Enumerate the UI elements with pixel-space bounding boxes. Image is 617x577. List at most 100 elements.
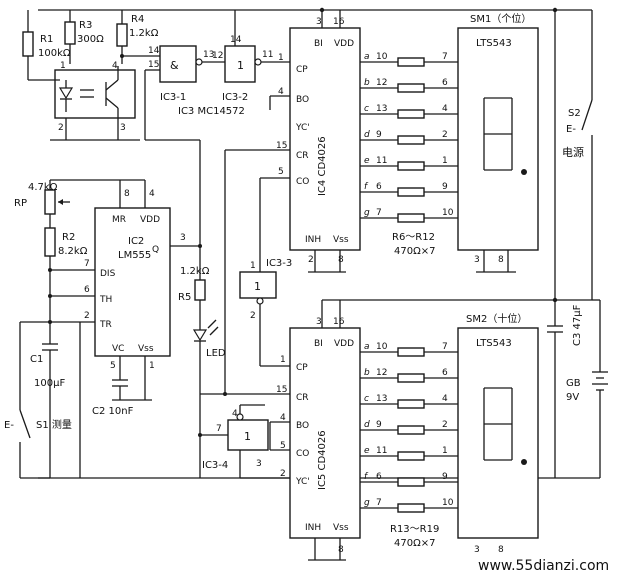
ic5-pin-1: 1: [280, 355, 286, 365]
ic5-pin-4: 4: [280, 413, 286, 423]
capacitor-c1: C1 100μF: [30, 322, 65, 478]
bank1-display-pin: 9: [442, 182, 448, 192]
ic4-pin-inh: INH: [305, 235, 321, 245]
ic3-3-pin-1: 1: [250, 261, 256, 271]
ic4-pin-vss: Vss: [333, 235, 349, 245]
ic2-pin-3: 3: [180, 233, 186, 243]
ic2-pin-vc: VC: [112, 344, 124, 354]
ic2-pin-tr: TR: [99, 320, 112, 330]
switch-s1: E- S1 测量: [4, 321, 72, 478]
bank2-display-pin: 6: [442, 368, 448, 378]
r3-name: R3: [79, 20, 92, 31]
ic2-pin-7: 7: [84, 259, 90, 269]
bank1-segment-letter: c: [364, 104, 369, 114]
bank2-ic-pin: 9: [376, 420, 382, 430]
bank1-resistor: [397, 135, 425, 145]
sm2-part: LTS543: [476, 338, 512, 349]
bank2-segment-letter: b: [364, 368, 370, 378]
r13-r19-value: 470Ω×7: [394, 538, 435, 549]
c2-label: C2 10nF: [92, 406, 134, 417]
ic2-pin-vss: Vss: [138, 344, 154, 354]
bank2-ic-pin: 6: [376, 472, 382, 482]
ic5-pin-bo: BO: [296, 421, 309, 431]
ic4-pin-2: 2: [308, 255, 314, 265]
bank2-resistor: [397, 399, 425, 409]
bank2-ic-pin: 7: [376, 498, 382, 508]
sm2-digit-glyph: [483, 387, 527, 465]
and-symbol: &: [170, 59, 179, 72]
ic5-pin-vss: Vss: [333, 523, 349, 533]
ic4-pin-5: 5: [278, 167, 284, 177]
bank2-display-pin: 10: [442, 498, 454, 508]
ic2-pin-4: 4: [149, 189, 155, 199]
ic5-pin-5: 5: [280, 441, 286, 451]
bank1-resistor: [397, 187, 425, 197]
bank1-segment-letter: b: [364, 78, 370, 88]
ic2-pin-1: 1: [149, 361, 155, 371]
display-sm2: SM2（十位） LTS543 3 8: [457, 312, 539, 555]
r13-r19-label: R13～R19: [390, 524, 439, 535]
resistor-r5-and-led: R5 1.2kΩ LED: [144, 130, 226, 478]
r2-name: R2: [62, 232, 75, 243]
bank1-resistor: [397, 213, 425, 223]
bank1-ic-pin: 7: [376, 208, 382, 218]
ic2-pin-vdd: VDD: [140, 215, 160, 225]
ic4-pin-bi: BI: [314, 39, 323, 49]
bank1-resistor: [397, 109, 425, 119]
resistor-r2: R2 8.2kΩ: [44, 227, 88, 324]
bank2-display-pin: 2: [442, 420, 448, 430]
power-label: 电源: [562, 145, 584, 159]
gate-ic3-2: 1 14 12 11 IC3-2 IC3 MC14572: [178, 10, 290, 117]
c1-value: 100μF: [34, 378, 65, 389]
ic2-part: LM555: [118, 250, 151, 261]
bank1-display-pin: 1: [442, 156, 448, 166]
r1-name: R1: [40, 34, 53, 45]
bank1-display-pin: 4: [442, 104, 448, 114]
bank2-display-pin: 7: [442, 342, 448, 352]
gate-ic3-1: & 14 15 13 IC3-1: [144, 45, 225, 130]
bank1-segment-letter: a: [364, 52, 370, 62]
s2-mark: E-: [566, 124, 576, 135]
rp-value: 4.7kΩ: [28, 182, 58, 193]
ic5-pin-8: 8: [338, 545, 344, 555]
bank1-display-pin: 10: [442, 208, 454, 218]
gb-value: 9V: [566, 392, 579, 403]
ic3-1-pin-13: 13: [203, 50, 214, 60]
gb-name: GB: [566, 378, 581, 389]
ic3-1-label: IC3-1: [160, 92, 186, 103]
bank2-ic-pin: 13: [376, 394, 387, 404]
bank1-segment-letter: e: [364, 156, 370, 166]
ic4-cd4026: BI VDD CP BO YC' CR CO INH Vss IC4 CD402…: [225, 17, 361, 273]
r5-name: R5: [178, 292, 191, 303]
bank2-ic-pin: 10: [376, 342, 388, 352]
ic4-pin-4: 4: [278, 87, 284, 97]
r5-value: 1.2kΩ: [180, 266, 210, 277]
ic3-1-pin-14: 14: [148, 46, 160, 56]
bank2-ic-pin: 12: [376, 368, 387, 378]
bank2-resistor: [397, 503, 425, 513]
ic4-pin-3: 3: [316, 17, 322, 27]
bank1-ic-pin: 13: [376, 104, 387, 114]
c3-label: C3 47μF: [572, 304, 583, 346]
ic2-pin-2: 2: [84, 311, 90, 321]
resistor-r4: R4 1.2kΩ: [116, 10, 160, 64]
ic2-pin-6: 6: [84, 285, 90, 295]
ic5-pin-bi: BI: [314, 339, 323, 349]
ic3-2-pin-11: 11: [262, 50, 273, 60]
bank1-segment-letter: d: [364, 130, 370, 140]
ic5-pin-3: 3: [316, 317, 322, 327]
s1-label: S1 测量: [36, 418, 72, 431]
reset-line: [200, 96, 271, 450]
bank1-resistor: [397, 161, 425, 171]
ic4-pin-1: 1: [278, 53, 284, 63]
ic3-2-label: IC3-2: [222, 92, 248, 103]
sm1-part: LTS543: [476, 38, 512, 49]
ic5-pin-2: 2: [280, 469, 286, 479]
ic4-pin-8: 8: [338, 255, 344, 265]
ic5-pin-cr: CR: [296, 393, 309, 403]
r4-value: 1.2kΩ: [129, 28, 159, 39]
resistor-r3: R3 300Ω: [64, 10, 104, 64]
